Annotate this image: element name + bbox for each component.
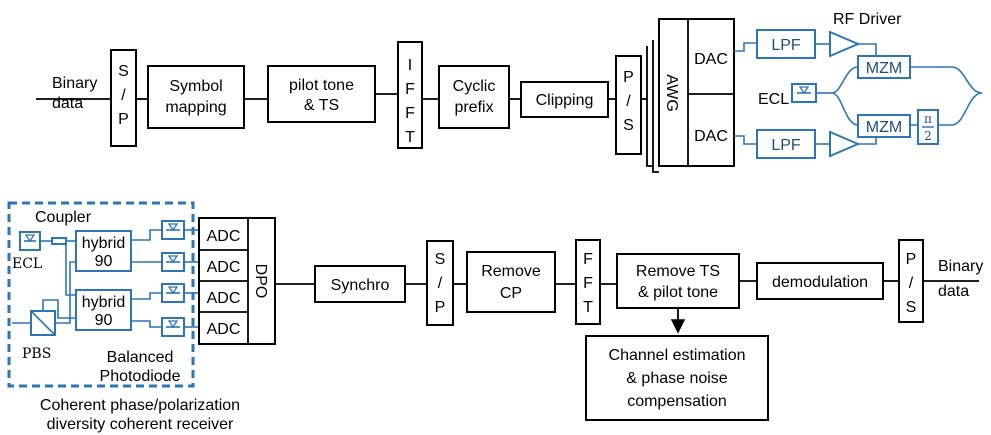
awg-label: AWG	[663, 74, 680, 112]
rx-sp-slash: /	[438, 275, 443, 292]
fft-t: T	[583, 299, 593, 316]
remove-ts-line2: & pilot tone	[638, 284, 718, 301]
hybrid-top-line1: hybrid	[82, 235, 126, 252]
balanced-photodiode-line2: Photodiode	[100, 368, 181, 385]
rx-output-label-line1: Binary	[938, 258, 983, 275]
channel-est-line1: Channel estimation	[609, 347, 746, 364]
synchro-label: Synchro	[331, 277, 390, 294]
tx-input-label-line1: Binary	[52, 75, 97, 92]
remove-ts-line1: Remove TS	[636, 263, 720, 280]
ifft-t: T	[405, 129, 415, 146]
rx-ps-s: S	[906, 299, 917, 316]
photodiode-1-icon	[161, 220, 185, 240]
transmitter-chain: Binary data S / P Symbol mapping pilot t…	[36, 11, 983, 173]
lpf-top-block	[756, 29, 816, 59]
rf-driver-bottom-amp-icon	[829, 130, 861, 158]
tx-sp-block	[110, 49, 137, 147]
adc-1-label: ADC	[207, 228, 241, 245]
coherent-receiver-frame	[7, 201, 195, 388]
hybrid-bottom-line2: 90	[95, 312, 113, 329]
hybrid-90-bottom-block	[75, 289, 132, 331]
adc-3-label: ADC	[207, 290, 241, 307]
symbol-mapping-line1: Symbol	[169, 78, 222, 95]
fft-f2: F	[583, 275, 593, 292]
pilot-tone-line2: & TS	[304, 97, 339, 114]
tx-sp-s: S	[118, 63, 129, 80]
mzm-top-block	[857, 55, 911, 79]
photodiode-4-icon	[161, 317, 185, 337]
rx-sp-p: P	[435, 299, 446, 316]
dac-top-label: DAC	[694, 51, 728, 68]
tx-ps-s: S	[623, 117, 634, 134]
synchro-block	[314, 265, 406, 303]
clipping-label: Clipping	[536, 92, 594, 109]
clipping-block	[520, 81, 609, 118]
dac-bottom-label: DAC	[694, 128, 728, 145]
lpf-bottom-label: LPF	[771, 137, 801, 154]
fft-f1: F	[583, 251, 593, 268]
adc-4-label: ADC	[207, 321, 241, 338]
mzm-bottom-label: MZM	[866, 119, 902, 136]
coupler-label: Coupler	[35, 209, 92, 226]
remove-cp-line1: Remove	[481, 263, 541, 280]
symbol-mapping-line2: mapping	[165, 99, 226, 116]
rx-ps-p: P	[906, 251, 917, 268]
demodulation-label: demodulation	[772, 274, 868, 291]
rx-ecl-label: ECL	[12, 256, 42, 272]
adc-2-label: ADC	[207, 259, 241, 276]
phase-shift-numerator: π	[924, 112, 932, 126]
cyclic-prefix-line2: prefix	[454, 99, 493, 116]
tx-ps-block	[615, 55, 642, 155]
tx-ecl-label: ECL	[758, 91, 789, 108]
tx-input-label-line2: data	[52, 95, 83, 112]
cyclic-prefix-block	[438, 65, 510, 129]
remove-cp-block	[466, 251, 556, 313]
coupler-icon	[51, 237, 67, 245]
lpf-bottom-block	[756, 129, 816, 159]
photodiode-3-icon	[161, 283, 185, 303]
mzm-bottom-block	[857, 114, 911, 138]
fft-block	[575, 239, 601, 325]
rx-sp-block	[426, 240, 454, 326]
rx-output-label-line2: data	[938, 283, 969, 300]
pilot-tone-line1: pilot tone	[289, 77, 354, 94]
lpf-top-label: LPF	[771, 37, 801, 54]
tx-ps-slash: /	[626, 93, 631, 110]
hybrid-bottom-line1: hybrid	[82, 294, 126, 311]
tx-sp-slash: /	[121, 87, 126, 104]
channel-est-line3: compensation	[627, 393, 727, 410]
dpo-label: DPO	[252, 264, 269, 299]
receiver-caption-line2: diversity coherent receiver	[47, 416, 234, 433]
photodiode-2-icon	[161, 252, 185, 272]
ifft-f2: F	[405, 105, 415, 122]
balanced-photodiode-line1: Balanced	[107, 349, 174, 366]
ifft-block	[397, 41, 423, 149]
remove-cp-line2: CP	[500, 285, 522, 302]
hybrid-top-line2: 90	[95, 253, 113, 270]
receiver-caption-line1: Coherent phase/polarization	[40, 397, 240, 414]
tx-ps-p: P	[623, 69, 634, 86]
hybrid-90-top-block	[75, 230, 132, 272]
pbs-label: PBS	[22, 346, 51, 362]
mzm-top-label: MZM	[866, 60, 902, 77]
channel-estimation-block	[585, 335, 769, 421]
rx-ps-slash: /	[909, 275, 914, 292]
rx-sp-s: S	[435, 251, 446, 268]
channel-est-line2: & phase noise	[626, 370, 728, 387]
rf-driver-top-amp-icon	[829, 30, 861, 58]
rf-driver-label: RF Driver	[833, 11, 902, 28]
tx-sp-p: P	[118, 111, 129, 128]
awg-block	[658, 18, 735, 167]
demodulation-block	[756, 262, 884, 300]
pilot-tone-ts-block	[267, 65, 376, 123]
phase-shift-denominator: 2	[924, 129, 932, 143]
symbol-mapping-block	[147, 65, 245, 129]
ifft-i: I	[408, 57, 412, 74]
ifft-f1: F	[405, 81, 415, 98]
receiver-chain: Coupler ECL PBS hybrid 90 hybrid 90	[7, 201, 983, 433]
cyclic-prefix-line1: Cyclic	[453, 78, 496, 95]
